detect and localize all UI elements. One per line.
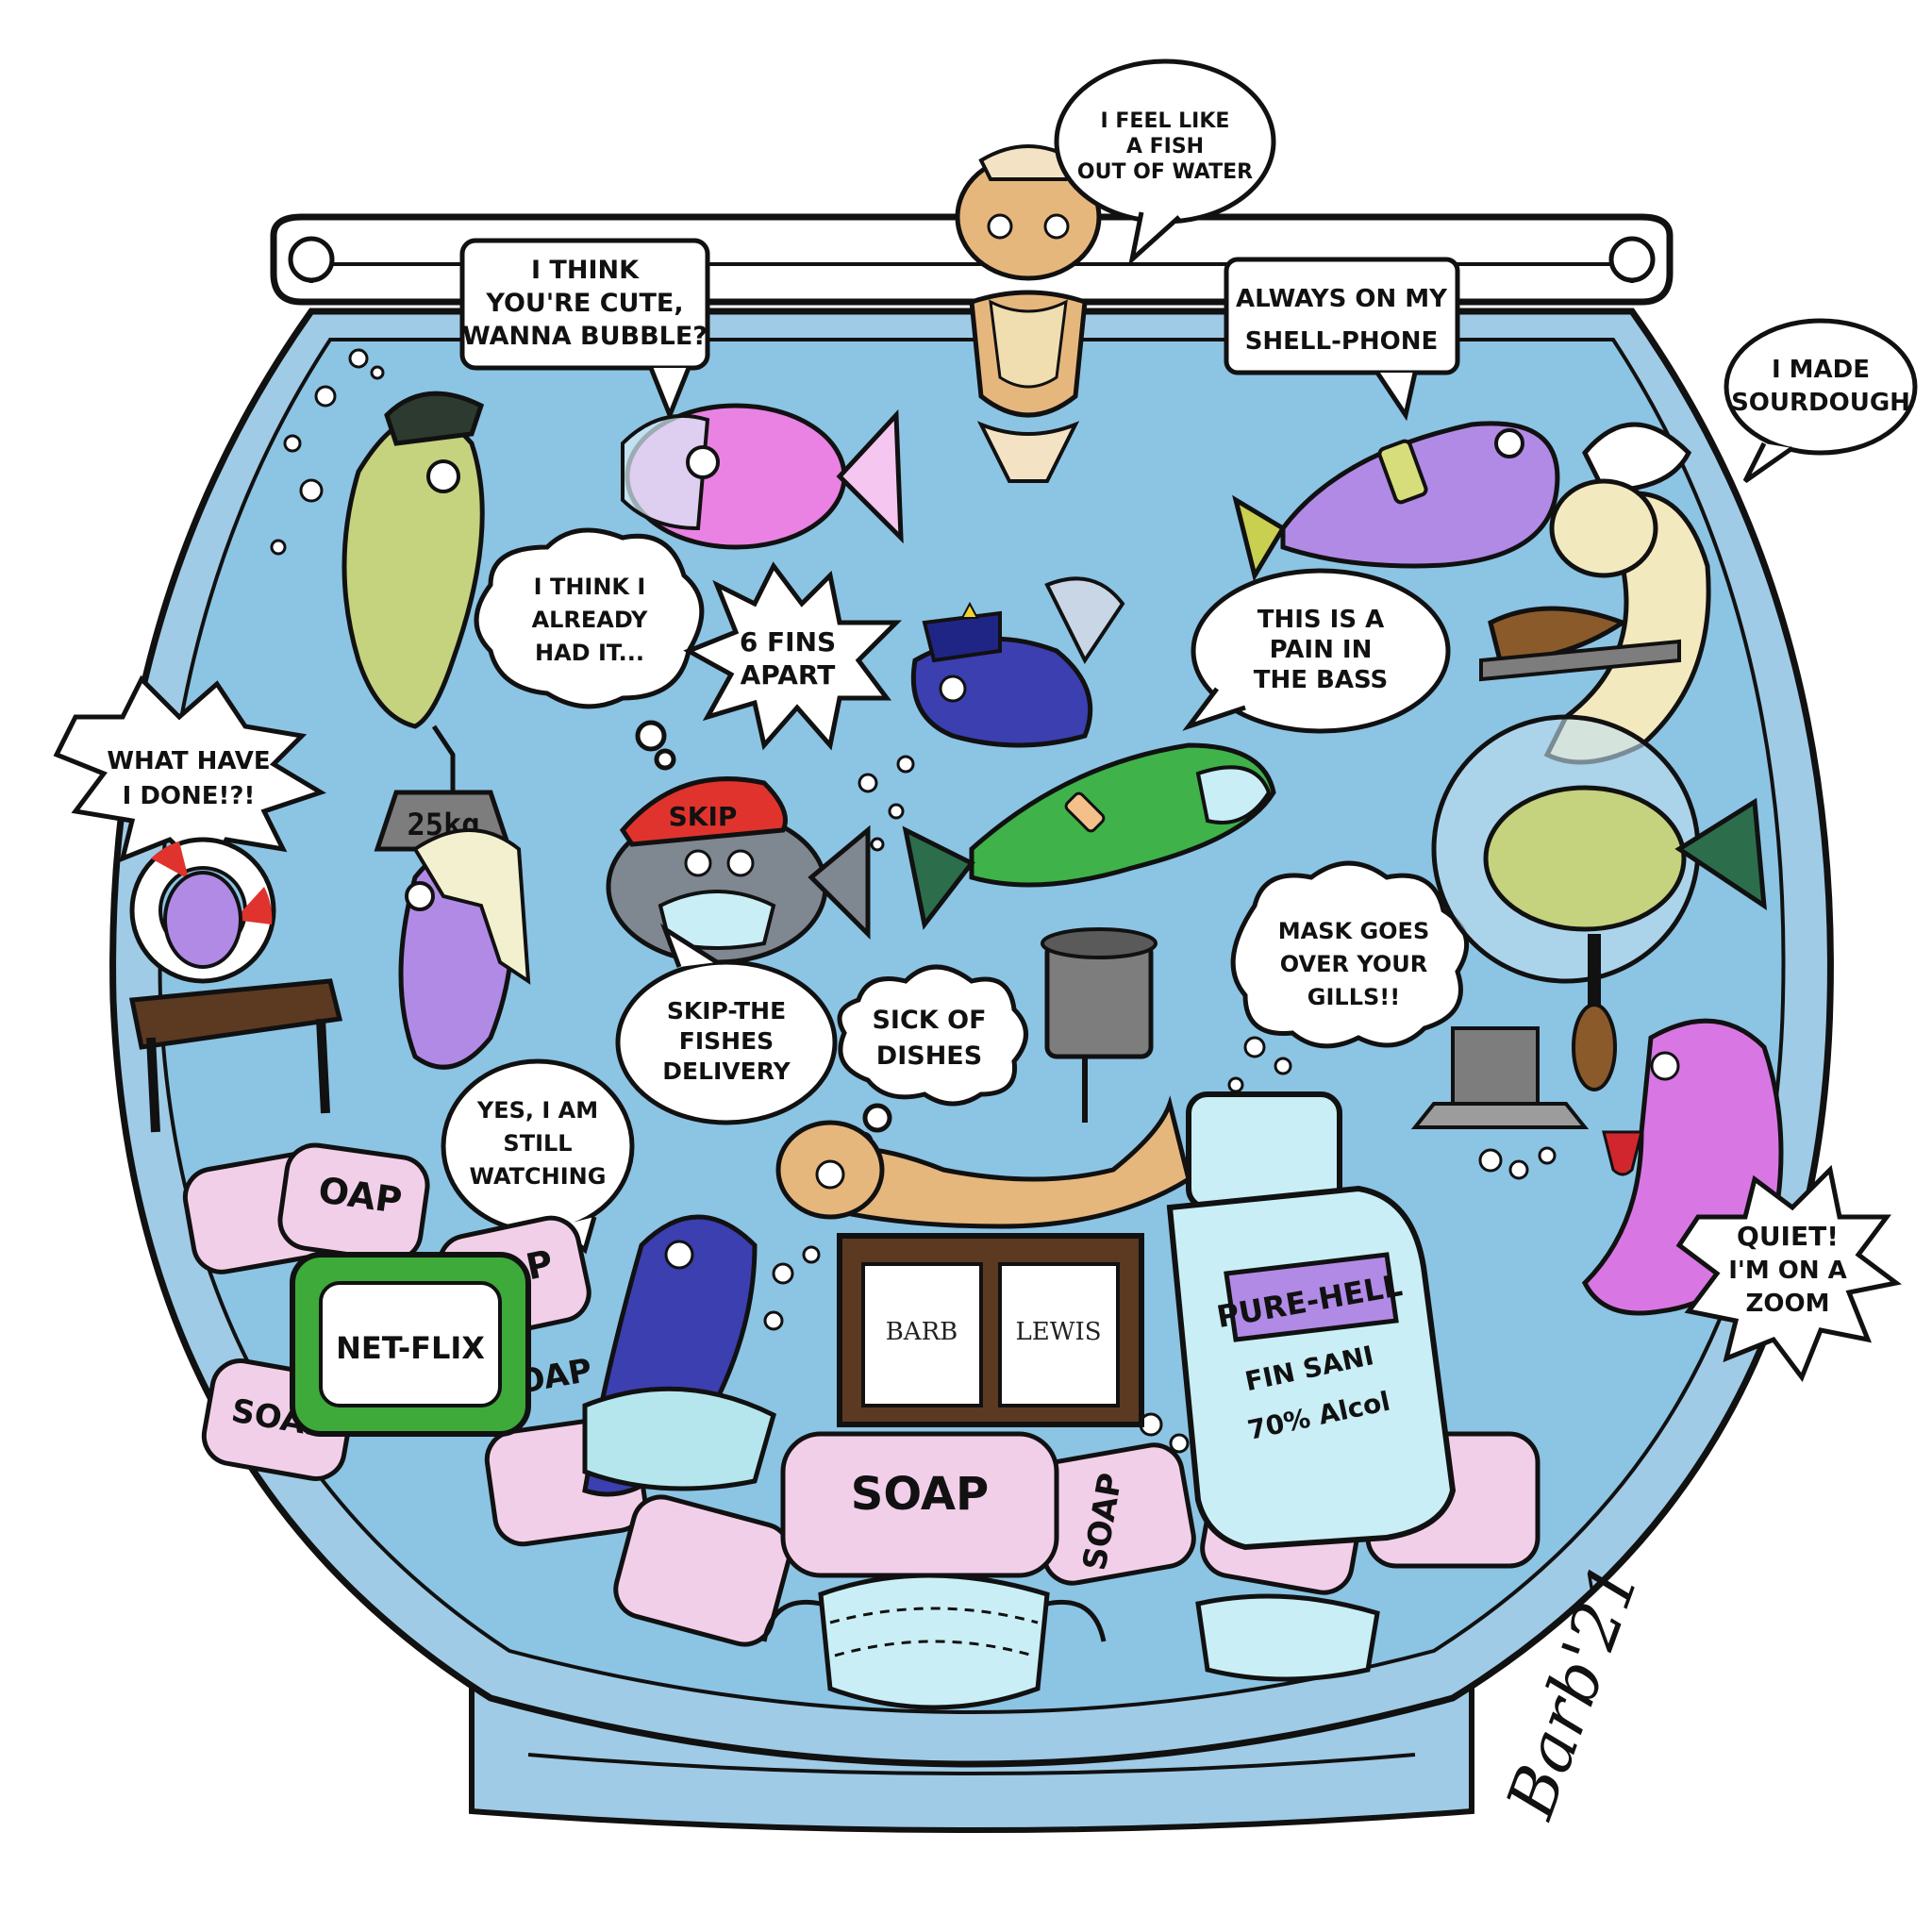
speech-line: HAD IT... (535, 640, 644, 666)
speech-line: I THINK (531, 256, 640, 285)
speech-line: ZOOM (1746, 1290, 1830, 1318)
speech-line: OVER YOUR (1280, 951, 1427, 977)
speech-line: OUT OF WATER (1077, 160, 1253, 184)
lifering-fish-desk (129, 837, 343, 1133)
speech-think-cute: I THINK YOU'RE CUTE, WANNA BUBBLE? (459, 238, 710, 422)
speech-line: THE BASS (1254, 666, 1389, 694)
speech-line: WANNA BUBBLE? (462, 322, 708, 351)
face-masks (761, 1573, 1380, 1710)
dish-stack (1041, 927, 1158, 1123)
cabinet-left-label: BARB (886, 1318, 958, 1346)
speech-line: ALREADY (532, 607, 648, 633)
speech-line: YOU'RE CUTE, (485, 289, 683, 318)
thought-already-had: I THINK I ALREADY HAD IT... (474, 527, 705, 771)
speech-line: SKIP-THE (667, 997, 786, 1024)
tan-fish-lounging (775, 1095, 1191, 1229)
catfish-skip: SKIP (606, 776, 871, 965)
peeking-fish (955, 144, 1102, 483)
speech-line: QUIET! (1737, 1221, 1839, 1252)
navy-fish-pillow (582, 1214, 776, 1497)
speech-line: GILLS!! (1307, 984, 1400, 1010)
speech-line: STILL (503, 1130, 572, 1157)
tv-label: NET-FLIX (336, 1330, 485, 1366)
chef-fish (1479, 422, 1711, 765)
laptop (1410, 1026, 1590, 1129)
speech-line: I FEEL LIKE (1101, 109, 1230, 133)
speech-line: SHELL-PHONE (1245, 327, 1439, 356)
speech-line: I'M ON A (1728, 1257, 1847, 1285)
cap-label: SKIP (669, 801, 738, 832)
burst-quiet-zoom: QUIET! I'M ON A ZOOM (1675, 1164, 1902, 1383)
soap-label: SOAP (851, 1468, 989, 1521)
speech-line: WATCHING (470, 1163, 607, 1190)
speech-pain-bass: THIS IS A PAIN IN THE BASS (1182, 568, 1451, 734)
speech-sourdough: I MADE SOURDOUGH (1724, 318, 1918, 484)
speech-line: FISHES (679, 1027, 774, 1055)
speech-line: I MADE (1772, 356, 1870, 384)
speech-line: THIS IS A (1257, 606, 1385, 634)
green-bass (902, 742, 1276, 930)
purple-fish-phone (1232, 421, 1560, 582)
speech-line: I THINK I (534, 574, 646, 600)
pink-fish (621, 403, 904, 550)
helmet-fish (1431, 714, 1767, 1091)
cabinet-right-label: LEWIS (1015, 1318, 1101, 1346)
speech-sick-dishes: SICK OF DISHES (837, 964, 1028, 1152)
sanitizer-bottle: PURE-HELL FIN SANI 70% Alcol (1166, 1091, 1457, 1551)
speech-line: PAIN IN (1270, 636, 1373, 664)
speech-line: 6 FINS (740, 626, 836, 658)
speech-skip-delivery: SKIP-THE FISHES DELIVERY (615, 923, 838, 1125)
cabinet: BARB LEWIS (837, 1233, 1144, 1427)
speech-line: YES, I AM (476, 1097, 598, 1124)
burst-what-done: WHAT HAVE I DONE!?! (53, 675, 326, 882)
speech-mask-gills: MASK GOES OVER YOUR GILLS!! (1230, 860, 1470, 1049)
navy-fish (910, 576, 1125, 748)
speech-shell-phone: ALWAYS ON MY SHELL-PHONE (1224, 257, 1460, 422)
speech-line: DISHES (876, 1041, 982, 1071)
netflix-tv: NET-FLIX (290, 1252, 531, 1437)
speech-line: MASK GOES (1278, 918, 1429, 944)
burst-six-fins: 6 FINS APART (683, 561, 903, 751)
speech-line: A FISH (1126, 135, 1204, 158)
speech-line: APART (741, 659, 836, 691)
longhair-fish (398, 828, 531, 1070)
speech-line: I DONE!?! (123, 782, 256, 810)
speech-fish-out-of-water: I FEEL LIKE A FISH OUT OF WATER (1054, 58, 1276, 266)
speech-line: ALWAYS ON MY (1236, 285, 1448, 313)
speech-line: SOURDOUGH (1731, 389, 1910, 417)
speech-line: DELIVERY (662, 1058, 791, 1085)
speech-line: SICK OF (872, 1006, 986, 1035)
speech-line: WHAT HAVE (107, 747, 270, 775)
